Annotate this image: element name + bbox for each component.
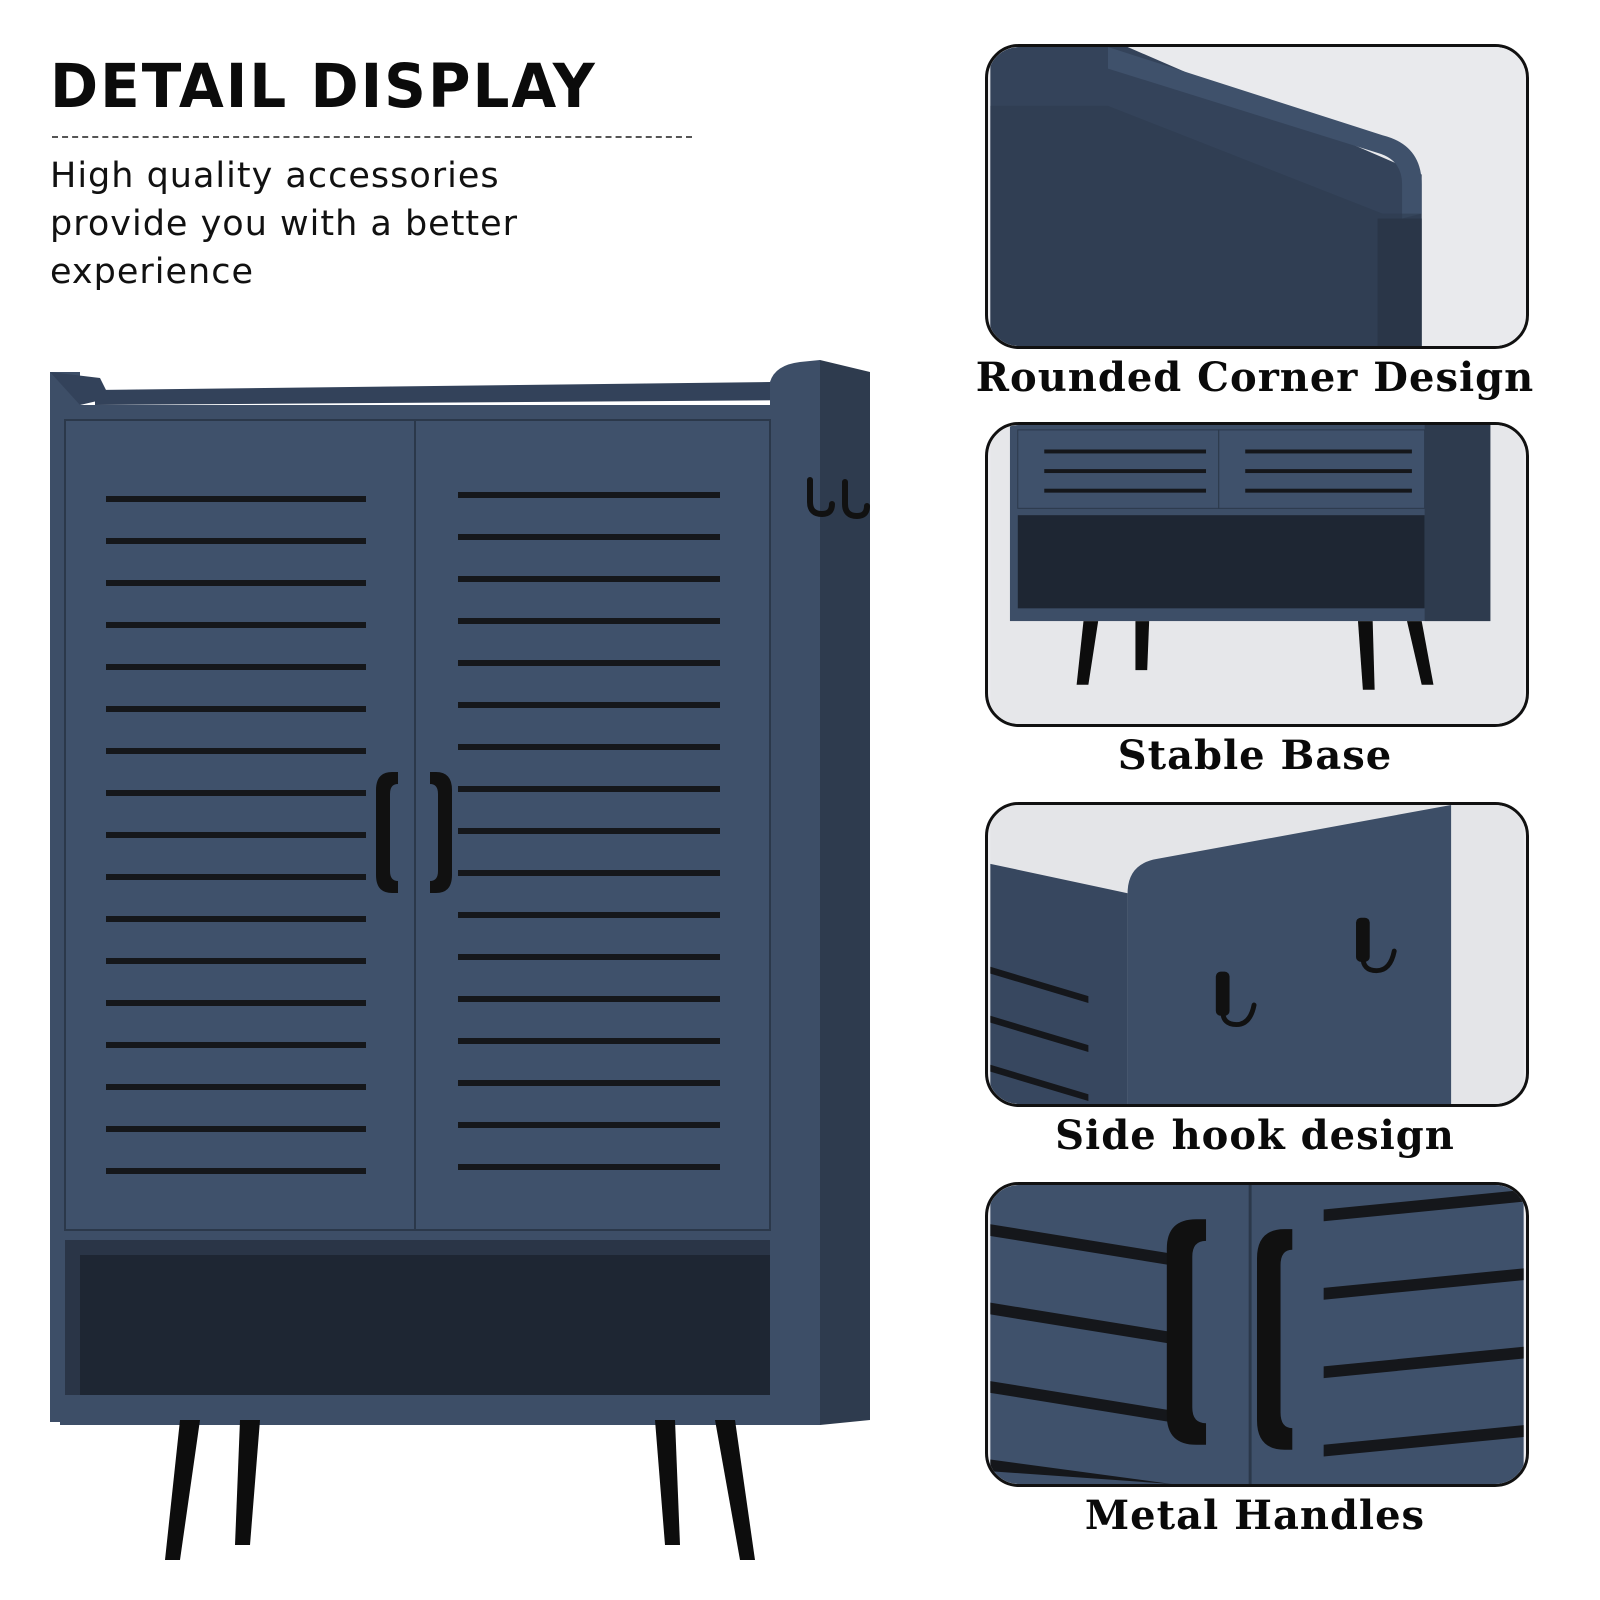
feature-caption-rounded-corner: Rounded Corner Design: [975, 354, 1535, 401]
cabinet-legs: [165, 1420, 755, 1560]
feature-stable-base-image: [985, 422, 1529, 727]
feature-caption-side-hook: Side hook design: [1055, 1112, 1455, 1159]
side-hooks: [807, 477, 870, 520]
feature-caption-stable-base: Stable Base: [1117, 732, 1393, 779]
feature-rounded-corner-image: [985, 44, 1529, 349]
page-subtitle: High quality accessories provide you wit…: [50, 156, 519, 292]
feature-metal-handles-image: [985, 1182, 1529, 1487]
door-handles: [376, 772, 452, 893]
left-door-louvers: [106, 496, 366, 1174]
right-door-louvers: [458, 492, 720, 1170]
title-divider: [52, 136, 692, 138]
feature-side-hook-image: [985, 802, 1529, 1107]
cabinet-illustration: [50, 360, 870, 1560]
feature-caption-metal-handles: Metal Handles: [1084, 1492, 1426, 1539]
page-title: DETAIL DISPLAY: [50, 50, 597, 122]
